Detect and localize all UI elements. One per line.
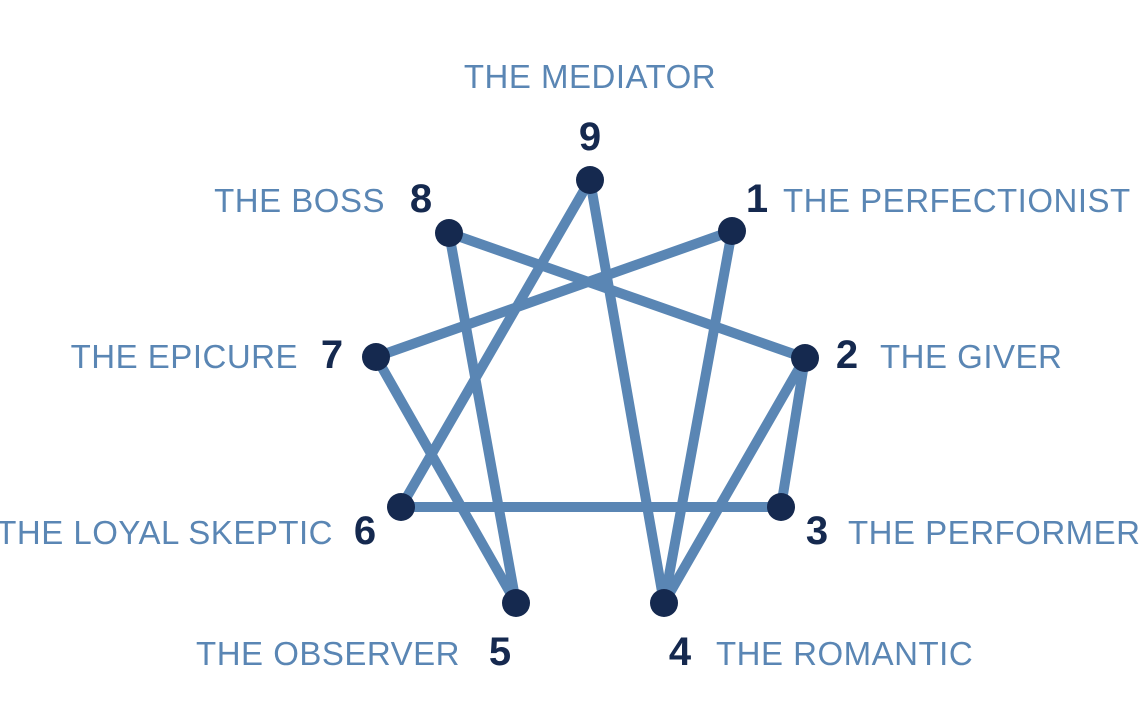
type-7-node: [362, 343, 390, 371]
type-6-name: THE LOYAL SKEPTIC: [0, 514, 333, 551]
type-8-number: 8: [410, 177, 432, 221]
type-1-node: [718, 217, 746, 245]
type-9-number: 9: [579, 115, 601, 159]
connection-1-4: [659, 226, 737, 608]
type-9-name: THE MEDIATOR: [464, 58, 716, 95]
connection-7-5: [371, 352, 521, 608]
connection-9-4: [585, 175, 669, 608]
type-9-node: [576, 166, 604, 194]
type-3-name: THE PERFORMER: [848, 514, 1140, 551]
type-3-number: 3: [806, 509, 828, 553]
type-2-node: [791, 344, 819, 372]
connection-8-2: [444, 228, 810, 363]
type-2-number: 2: [836, 333, 858, 377]
connection-2-4: [659, 353, 810, 608]
connection-lines: [371, 175, 810, 608]
type-5-name: THE OBSERVER: [196, 635, 460, 672]
type-1-name: THE PERFECTIONIST: [783, 182, 1131, 219]
connection-8-5: [444, 228, 521, 608]
type-6-number: 6: [354, 509, 376, 553]
type-7-number: 7: [321, 333, 343, 377]
type-4-number: 4: [669, 630, 692, 674]
type-8-name: THE BOSS: [214, 182, 385, 219]
type-1-number: 1: [746, 177, 768, 221]
type-8-node: [435, 219, 463, 247]
type-nodes: [362, 166, 819, 617]
type-5-number: 5: [489, 630, 511, 674]
type-4-name: THE ROMANTIC: [716, 635, 973, 672]
type-6-node: [387, 493, 415, 521]
type-5-node: [502, 589, 530, 617]
type-2-name: THE GIVER: [880, 338, 1062, 375]
connection-1-7: [371, 226, 737, 362]
type-4-node: [650, 589, 678, 617]
type-3-node: [767, 493, 795, 521]
connection-2-3: [776, 353, 810, 512]
type-7-name: THE EPICURE: [71, 338, 298, 375]
